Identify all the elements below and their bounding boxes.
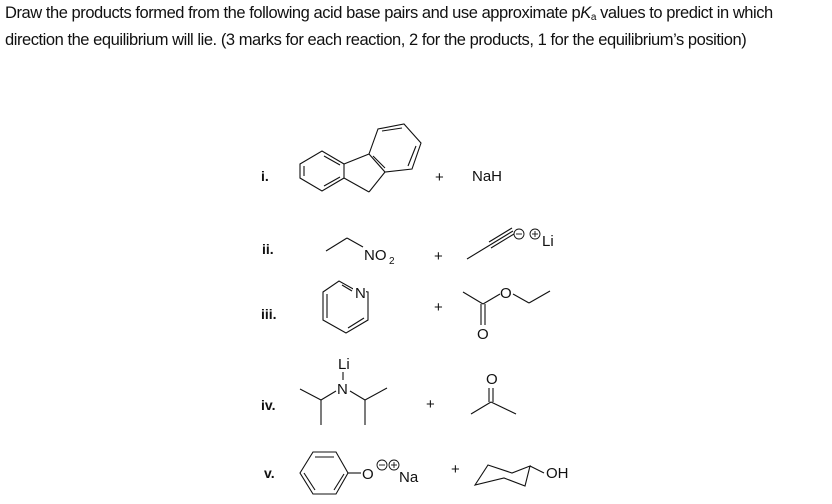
cyclohexanol-structure: OH (473, 464, 569, 487)
pka-symbol: K (580, 4, 591, 22)
reaction-ii: ii. NO 2 + Li (262, 227, 554, 267)
negative-charge-icon (376, 459, 388, 471)
reaction-label: v. (264, 465, 275, 481)
ethyl-acetate-structure: O O (462, 285, 551, 343)
pka-subscript: a (590, 12, 597, 23)
question-text: Draw the products formed from the follow… (5, 2, 831, 51)
plus-sign: + (434, 248, 443, 265)
hydroxyl-group: OH (546, 465, 569, 482)
reaction-label: iii. (261, 306, 277, 322)
plus-sign: + (451, 461, 460, 478)
plus-sign: + (434, 299, 443, 316)
reaction-i: i. + NaH (261, 123, 502, 193)
plus-sign: + (426, 396, 435, 413)
reaction-iv: iv. Li N + O (261, 356, 517, 425)
lithium-atom: Li (338, 356, 350, 373)
carbonyl-oxygen: O (477, 326, 489, 343)
acetone-structure: O (470, 371, 517, 415)
lithium-propynide-structure: Li (466, 227, 554, 260)
reaction-label: iv. (261, 397, 276, 413)
sodium-atom: Na (399, 469, 419, 486)
question-text-part: values to predict in which direction the… (5, 4, 773, 49)
carbonyl-oxygen: O (486, 371, 498, 388)
pyridine-structure: N (322, 280, 369, 334)
lithium-atom: Li (542, 233, 554, 250)
reaction-iii: iii. N + O O (261, 280, 551, 343)
sodium-phenoxide-structure: O Na (299, 451, 419, 495)
negative-charge-icon (513, 228, 525, 240)
question-text-part: Draw the products formed from the follow… (5, 4, 581, 22)
phenoxide-oxygen: O (362, 466, 374, 483)
reaction-v: v. O Na + OH (264, 451, 569, 495)
lda-structure: Li N (299, 356, 388, 425)
reaction-label: i. (261, 168, 269, 184)
nitro-group: NO (364, 247, 387, 264)
positive-charge-icon (529, 228, 541, 240)
amine-nitrogen: N (337, 381, 348, 398)
plus-sign: + (435, 169, 444, 186)
pyridine-nitrogen: N (355, 285, 366, 302)
sodium-hydride-formula: NaH (472, 168, 502, 185)
nitroethane-structure: NO 2 (325, 237, 395, 267)
nitro-subscript: 2 (389, 256, 395, 267)
fluorene-structure (299, 123, 422, 193)
reaction-label: ii. (262, 241, 274, 257)
ether-oxygen: O (500, 285, 512, 302)
positive-charge-icon (388, 459, 400, 471)
